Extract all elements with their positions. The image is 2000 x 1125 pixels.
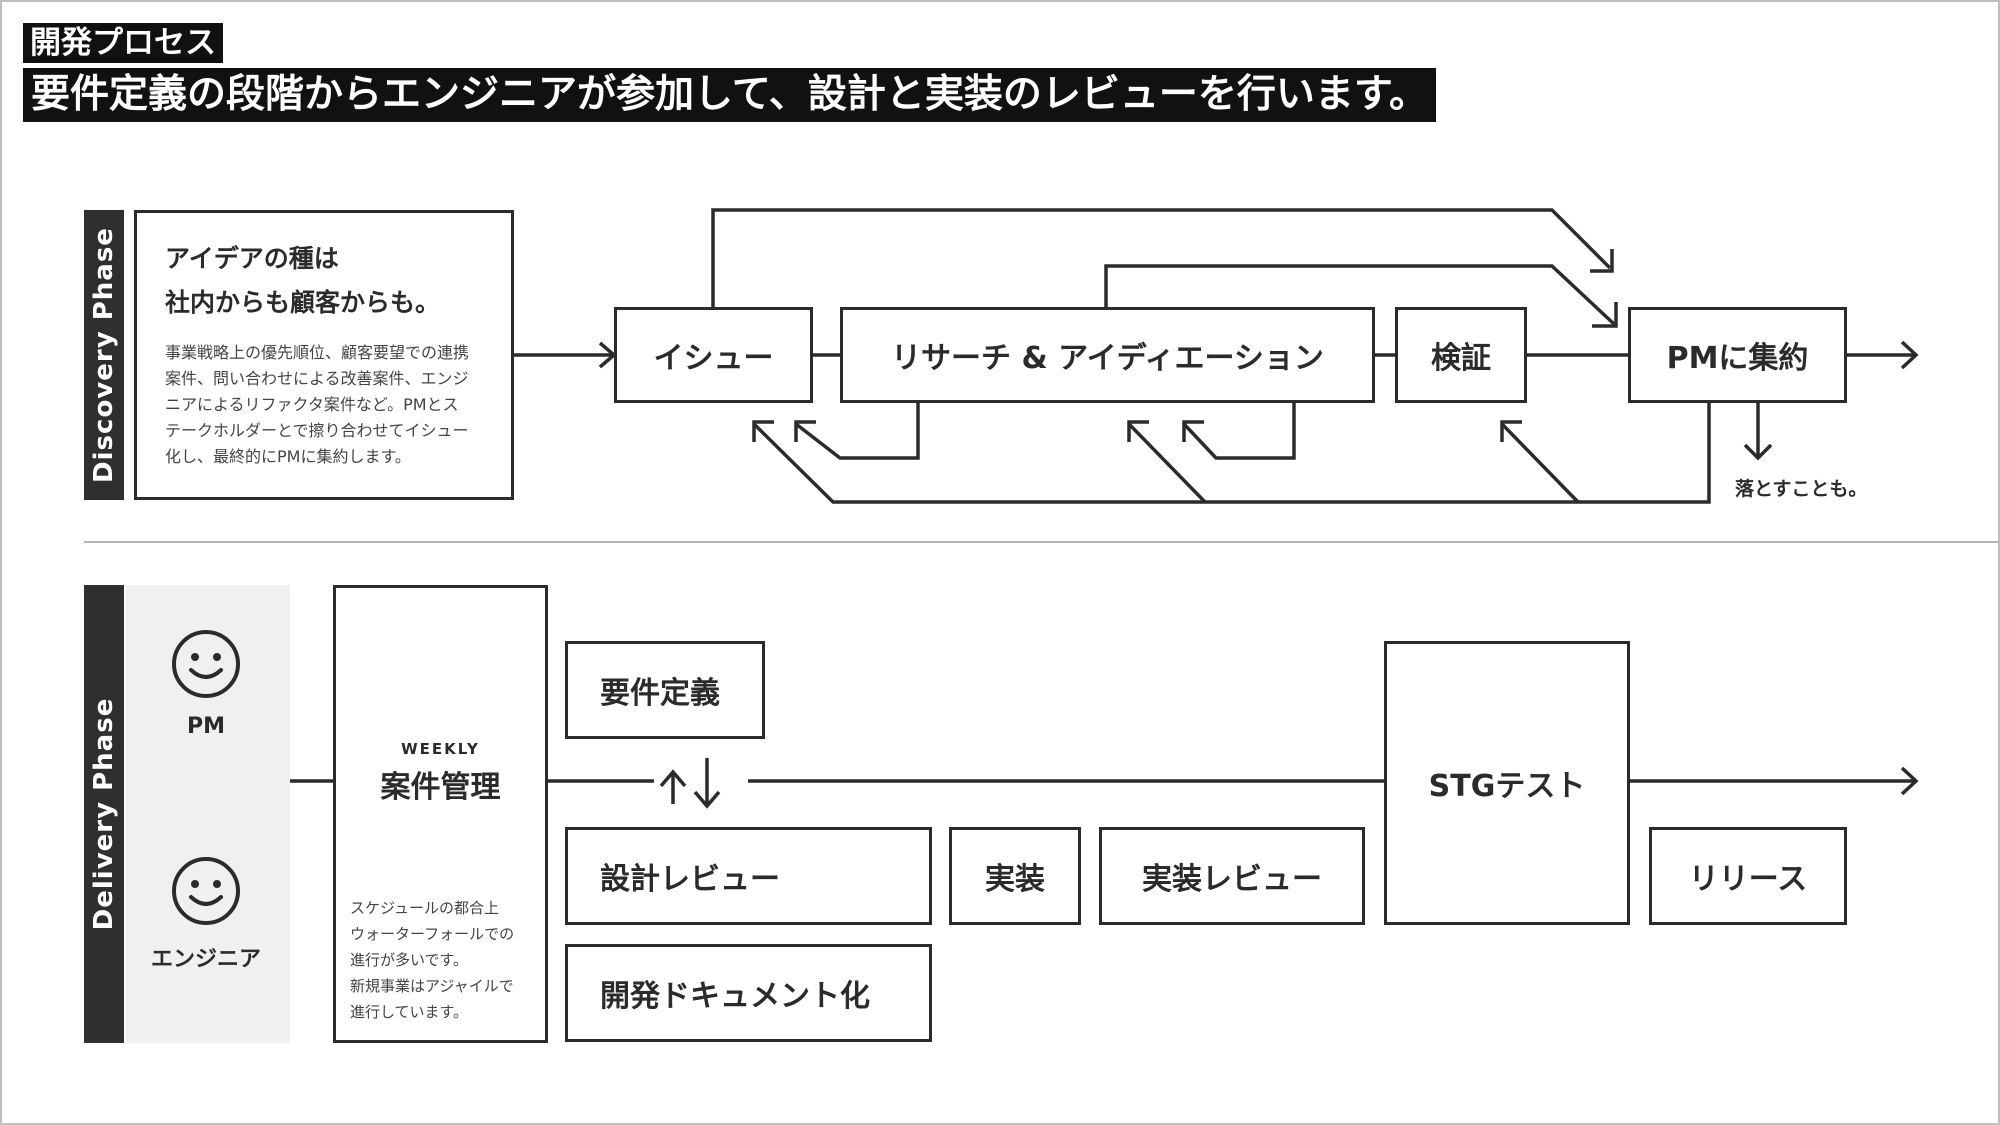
idea-body-2: 案件、問い合わせによる改善案件、エンジ — [165, 369, 469, 388]
roles-panel — [126, 585, 290, 1043]
idea-source-card — [134, 210, 514, 500]
role-pm-label: PM — [186, 714, 226, 739]
step-impl-review: 実装レビュー — [1099, 827, 1365, 925]
engineer-smiley-icon — [172, 857, 240, 925]
step-pm-collect: PMに集約 — [1628, 307, 1847, 403]
step-verify: 検証 — [1395, 307, 1527, 403]
idea-body-5: 化し、最終的にPMに集約します。 — [165, 447, 411, 466]
arrowhead-spine — [1900, 766, 1919, 796]
page-title: 要件定義の段階からエンジニアが参加して、設計と実装のレビューを行います。 — [23, 68, 1436, 122]
case-note-1: スケジュールの都合上 — [350, 899, 499, 917]
idea-lead-2: 社内からも顧客からも。 — [165, 288, 441, 317]
feedback-verify-to-research — [1182, 403, 1296, 460]
case-note-4: 新規事業はアジャイルで — [350, 977, 514, 995]
arrowhead-down — [693, 790, 721, 809]
case-mgmt-title: 案件管理 — [380, 770, 501, 805]
idea-body-3: ニアによるリファクタ案件など。PMとス — [165, 395, 459, 414]
case-note-2: ウォーターフォールでの — [350, 925, 515, 943]
step-requirements: 要件定義 — [565, 641, 765, 739]
delivery-phase-label: Delivery Phase — [89, 697, 119, 931]
feedback-to-research — [1127, 422, 1207, 504]
step-research-ideation: リサーチ & アイディエーション — [840, 307, 1375, 403]
role-engineer-label: エンジニア — [150, 947, 261, 972]
pm-smiley-icon — [172, 630, 240, 698]
idea-body-4: テークホルダーとで擦り合わせてイシュー — [165, 421, 469, 440]
case-management-card — [333, 585, 548, 1043]
drop-note: 落とすことも。 — [1735, 478, 1868, 500]
case-note-3: 進行が多いです。 — [350, 951, 469, 969]
arrowhead-fb5 — [1500, 420, 1522, 442]
discovery-phase-label: Discovery Phase — [89, 227, 119, 483]
arrowhead-loop2 — [1592, 302, 1618, 328]
feedback-to-verify — [1500, 422, 1580, 504]
loop-research-to-pm — [1104, 264, 1616, 326]
feedback-pm-to-issue — [752, 403, 1711, 504]
arrowhead-fb4 — [1127, 420, 1149, 442]
discovery-phase-bar: Discovery Phase — [84, 210, 124, 500]
arrowhead-pm-out — [1900, 340, 1919, 370]
arrowhead-fb1 — [794, 420, 816, 442]
idea-lead-1: アイデアの種は — [165, 244, 339, 273]
arrowhead-drop — [1743, 443, 1773, 461]
arrowhead-loop1 — [1590, 249, 1614, 273]
arrowhead-fb2 — [1182, 420, 1204, 442]
loop-issue-to-pm — [711, 208, 1612, 307]
arrowhead-fb3 — [752, 420, 774, 442]
delivery-phase-bar: Delivery Phase — [84, 585, 124, 1043]
step-design-review: 設計レビュー — [565, 827, 932, 925]
step-stg-test: STGテスト — [1384, 641, 1630, 925]
idea-body-1: 事業戦略上の優先順位、顧客要望での連携 — [165, 343, 470, 362]
weekly-label: WEEKLY — [401, 740, 480, 758]
feedback-research-to-issue — [794, 403, 920, 460]
step-issue: イシュー — [614, 307, 813, 403]
step-release: リリース — [1649, 827, 1847, 925]
section-tag: 開発プロセス — [23, 23, 223, 63]
step-implement: 実装 — [949, 827, 1081, 925]
arrowhead-up — [659, 769, 687, 788]
step-dev-docs: 開発ドキュメント化 — [565, 944, 932, 1042]
case-note-5: 進行しています。 — [350, 1003, 469, 1021]
